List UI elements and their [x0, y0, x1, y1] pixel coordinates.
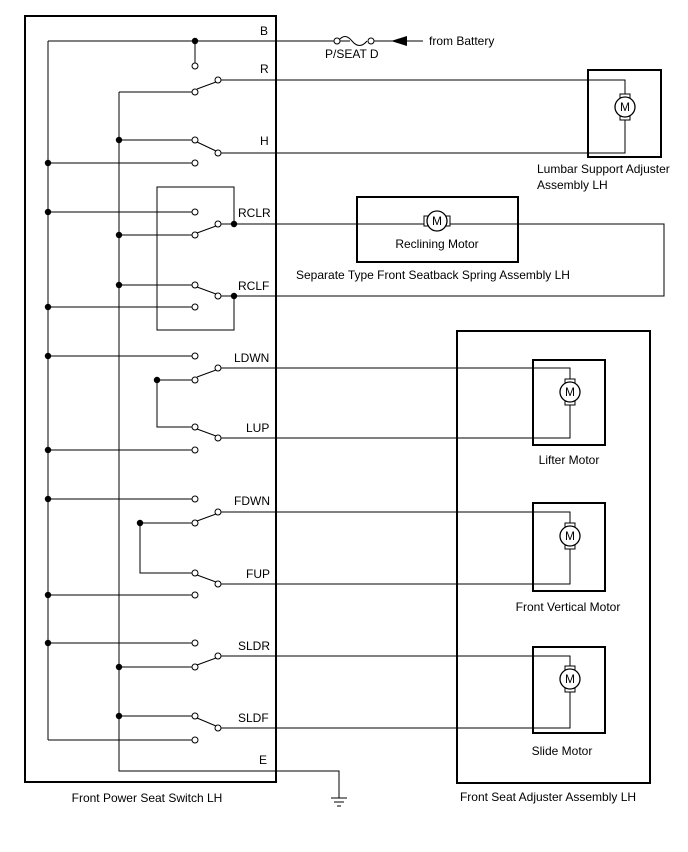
vertical-motor-box: [532, 502, 606, 592]
slide-motor-label: Slide Motor: [532, 744, 593, 758]
switch-ldwn: [153, 352, 571, 384]
switch-box: [24, 15, 277, 783]
switch-fup: [139, 523, 571, 599]
reclining-motor-icon: [423, 210, 451, 232]
switch-sldr: [191, 639, 571, 671]
switch-lup: [156, 380, 571, 454]
seatback-assembly-box: [356, 196, 519, 263]
adjuster-assembly-label: Front Seat Adjuster Assembly LH: [460, 790, 636, 804]
lumbar-adjuster-box: [587, 69, 662, 158]
ground-bus-wire: [118, 92, 340, 798]
switch-rclf: [191, 281, 238, 311]
lumbar-motor-letter: M: [620, 100, 630, 114]
lifter-motor-letter: M: [565, 385, 575, 399]
reclining-motor-label: Reclining Motor: [395, 237, 478, 251]
lumbar-motor-icon: [614, 93, 636, 121]
terminal-fdwn-label: FDWN: [234, 494, 270, 508]
terminal-rclf-label: RCLF: [238, 279, 269, 293]
reclining-motor-letter: M: [432, 214, 442, 228]
terminal-sldf-label: SLDF: [238, 711, 269, 725]
lifter-motor-label: Lifter Motor: [539, 453, 600, 467]
switch-sldf: [191, 690, 571, 744]
terminal-fup-label: FUP: [246, 567, 270, 581]
lumbar-label: Lumbar Support Adjuster: [537, 162, 670, 176]
switch-r: [191, 62, 626, 96]
lumbar-label-line2: Assembly LH: [537, 178, 608, 192]
vertical-motor-label: Front Vertical Motor: [516, 600, 621, 614]
ground-icon: [331, 797, 347, 807]
vertical-motor-letter: M: [565, 529, 575, 543]
seatback-assembly-label: Separate Type Front Seatback Spring Asse…: [296, 268, 570, 282]
slide-motor-letter: M: [565, 672, 575, 686]
slide-motor-icon: [559, 665, 581, 693]
terminal-h-label: H: [260, 134, 269, 148]
lifter-motor-icon: [559, 378, 581, 406]
terminal-lup-label: LUP: [246, 421, 269, 435]
fuse-label: P/SEAT D: [325, 47, 379, 61]
slide-motor-box: [532, 646, 606, 734]
terminal-sldr-label: SLDR: [238, 639, 270, 653]
switch-rclr: [156, 186, 665, 331]
switch-h: [191, 118, 626, 167]
terminal-r-label: R: [260, 62, 269, 76]
adjuster-assembly-box: [456, 330, 651, 784]
switch-fdwn: [136, 495, 571, 527]
terminal-e-label: E: [259, 753, 267, 767]
terminal-ldwn-label: LDWN: [234, 351, 269, 365]
battery-arrow-icon: [391, 36, 407, 46]
vertical-motor-icon: [559, 522, 581, 550]
terminal-b-label: B: [260, 24, 268, 38]
terminal-rclr-label: RCLR: [238, 206, 271, 220]
b-bus-wire: [47, 40, 350, 740]
battery-label: from Battery: [429, 34, 494, 48]
switch-assembly-label: Front Power Seat Switch LH: [72, 791, 223, 805]
fuse-symbol: [337, 36, 368, 46]
lifter-motor-box: [532, 359, 606, 446]
